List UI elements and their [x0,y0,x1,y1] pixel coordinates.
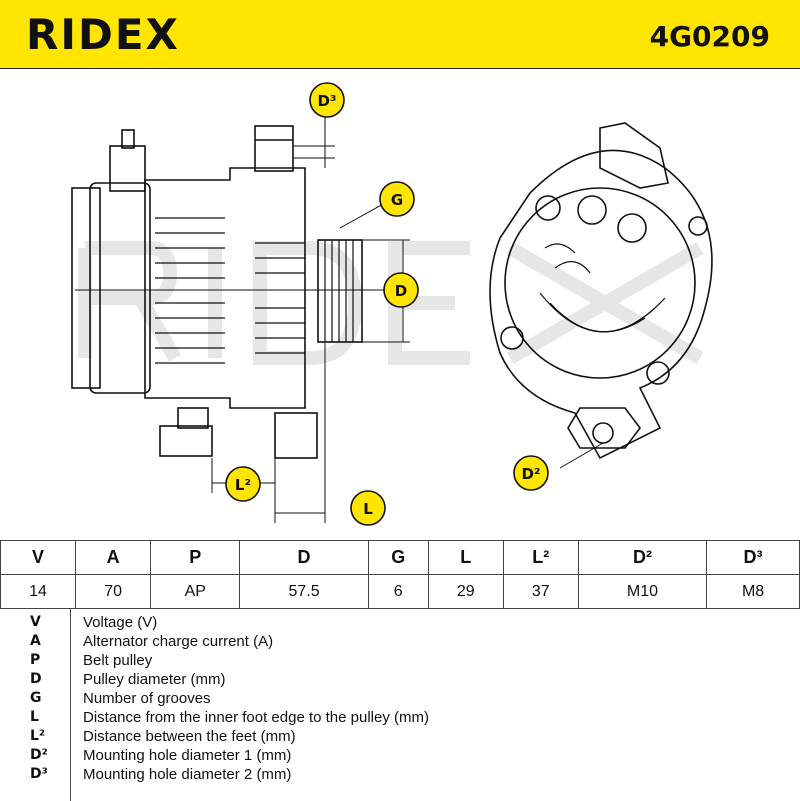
svg-text:L: L [363,500,373,518]
spec-value: M8 [706,574,800,609]
callout-d: D [383,272,419,308]
legend-desc: Number of grooves [83,690,211,707]
legend-code: A [30,633,41,649]
callout-d2: D² [513,455,549,491]
front-view [489,122,713,469]
legend-code: V [30,614,41,630]
spec-header: D² [577,540,708,575]
legend-item: D Pulley diameter (mm) [0,671,800,690]
technical-drawing: D³ G D L² L D² [71,82,713,526]
legend-divider [70,609,71,801]
legend-item: P Belt pulley [0,652,800,671]
spec-value: 57.5 [239,574,369,609]
spec-header: P [150,540,241,575]
legend-item: A Alternator charge current (A) [0,633,800,652]
spec-value: M10 [577,574,708,609]
spec-header: L [427,540,504,575]
callout-l: L [350,490,386,526]
spec-value: 14 [0,574,77,609]
part-number: 4G0209 [649,20,770,53]
legend-code: L² [30,728,46,744]
brand-logo: RIDEX [26,10,180,59]
legend-desc: Voltage (V) [83,614,158,631]
svg-text:D²: D² [521,465,540,483]
legend-item: D³ Mounting hole diameter 2 (mm) [0,766,800,785]
legend-item: V Voltage (V) [0,614,800,633]
spec-value-row: 14 70 AP 57.5 6 29 37 M10 M8 [0,574,800,609]
legend-item: L Distance from the inner foot edge to t… [0,709,800,728]
svg-text:G: G [391,191,403,209]
spec-header: D³ [706,540,800,575]
spec-header: V [0,540,77,575]
spec-value: 6 [367,574,429,609]
svg-text:D³: D³ [317,92,336,110]
legend: V Voltage (V) A Alternator charge curren… [0,608,800,801]
spec-header: L² [502,540,579,575]
legend-desc: Alternator charge current (A) [83,633,274,650]
legend-item: D² Mounting hole diameter 1 (mm) [0,747,800,766]
legend-desc: Distance from the inner foot edge to the… [83,709,429,726]
spec-value: 70 [75,574,152,609]
legend-code: L [30,709,39,725]
spec-value: AP [150,574,241,609]
legend-desc: Distance between the feet (mm) [83,728,296,745]
callout-l2: L² [225,466,261,502]
spec-header: A [75,540,152,575]
svg-text:D: D [395,282,407,300]
legend-code: D³ [30,766,48,782]
spec-value: 29 [427,574,504,609]
callout-d3: D³ [309,82,345,118]
legend-desc: Pulley diameter (mm) [83,671,226,688]
spec-table: V A P D G L L² D² D³ 14 70 AP 57.5 6 29 … [0,540,800,609]
header-bar: RIDEX 4G0209 [0,0,800,69]
spec-header: D [239,540,369,575]
legend-item: L² Distance between the feet (mm) [0,728,800,747]
legend-item: G Number of grooves [0,690,800,709]
spec-value: 37 [502,574,579,609]
svg-text:L²: L² [235,476,251,494]
spec-header: G [367,540,429,575]
side-view [71,113,410,523]
spec-header-row: V A P D G L L² D² D³ [0,540,800,575]
legend-desc: Mounting hole diameter 2 (mm) [83,766,292,783]
legend-code: D² [30,747,48,763]
legend-code: G [30,690,42,706]
legend-desc: Mounting hole diameter 1 (mm) [83,747,292,764]
legend-desc: Belt pulley [83,652,153,669]
callout-g: G [379,181,415,217]
legend-code: D [30,671,42,687]
legend-code: P [30,652,41,668]
